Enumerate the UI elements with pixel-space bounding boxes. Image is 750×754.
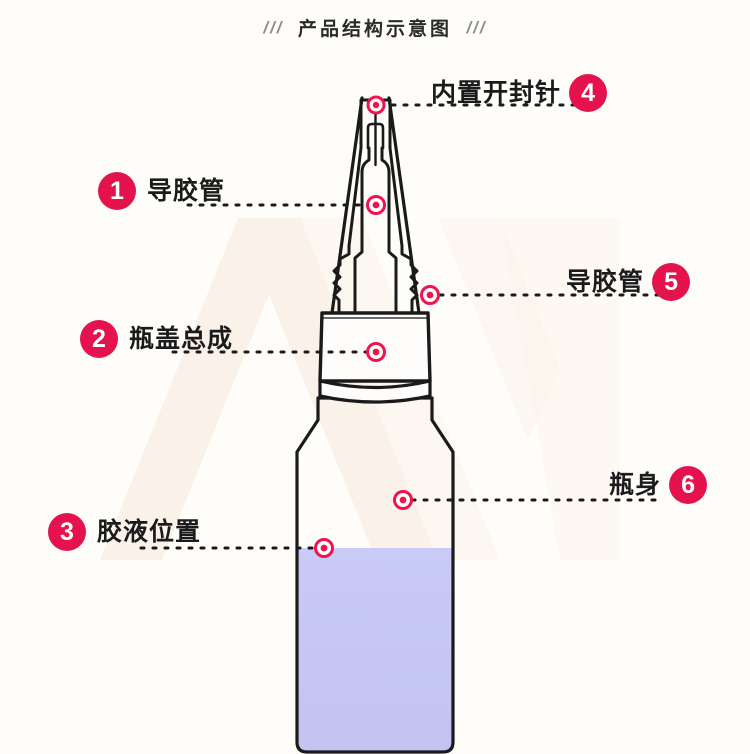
callout-badge-6: 6 — [669, 466, 708, 504]
page-title: /// 产品结构示意图 /// — [0, 14, 750, 41]
marker-5 — [420, 285, 440, 305]
marker-1 — [366, 195, 386, 215]
cap-thread-part — [332, 244, 419, 315]
callout-4[interactable]: 内置开封针 4 — [431, 74, 608, 112]
marker-4 — [366, 95, 386, 115]
callout-2[interactable]: 2 瓶盖总成 — [80, 320, 233, 358]
callout-label-2: 瓶盖总成 — [129, 324, 234, 353]
callout-badge-4: 4 — [569, 74, 608, 112]
title-slashes-left: /// — [263, 17, 284, 37]
leader-lines — [139, 103, 666, 550]
marker-3 — [314, 538, 334, 558]
glue-liquid-fill — [297, 548, 453, 752]
page-title-text: 产品结构示意图 — [297, 19, 452, 40]
callout-label-5: 导胶管 — [566, 267, 645, 296]
callout-badge-3: 3 — [48, 513, 86, 551]
marker-6 — [393, 490, 413, 510]
callout-label-6: 瓶身 — [609, 470, 662, 499]
bottle-body-outline — [295, 396, 455, 754]
callout-badge-5: 5 — [652, 263, 691, 301]
taper-right-edge — [387, 96, 421, 315]
target-markers — [314, 95, 440, 558]
callout-label-4: 内置开封针 — [431, 78, 562, 107]
callout-6[interactable]: 瓶身 6 — [609, 466, 708, 504]
title-slashes-right: /// — [466, 17, 487, 37]
callout-badge-2: 2 — [80, 320, 118, 358]
mid-cone-left — [353, 146, 371, 315]
bottle-body-part — [295, 396, 455, 754]
callout-label-3: 胶液位置 — [97, 517, 202, 546]
callout-badge-1: 1 — [98, 172, 136, 210]
callout-3[interactable]: 3 胶液位置 — [48, 513, 201, 551]
callout-label-1: 导胶管 — [147, 176, 226, 205]
callout-5[interactable]: 导胶管 5 — [566, 263, 691, 301]
callout-1[interactable]: 1 导胶管 — [98, 172, 225, 210]
mid-cone-right — [380, 146, 398, 315]
marker-2 — [366, 342, 386, 362]
nozzle-mid-cone — [353, 146, 398, 315]
cap-collar-base-ring — [318, 379, 432, 404]
